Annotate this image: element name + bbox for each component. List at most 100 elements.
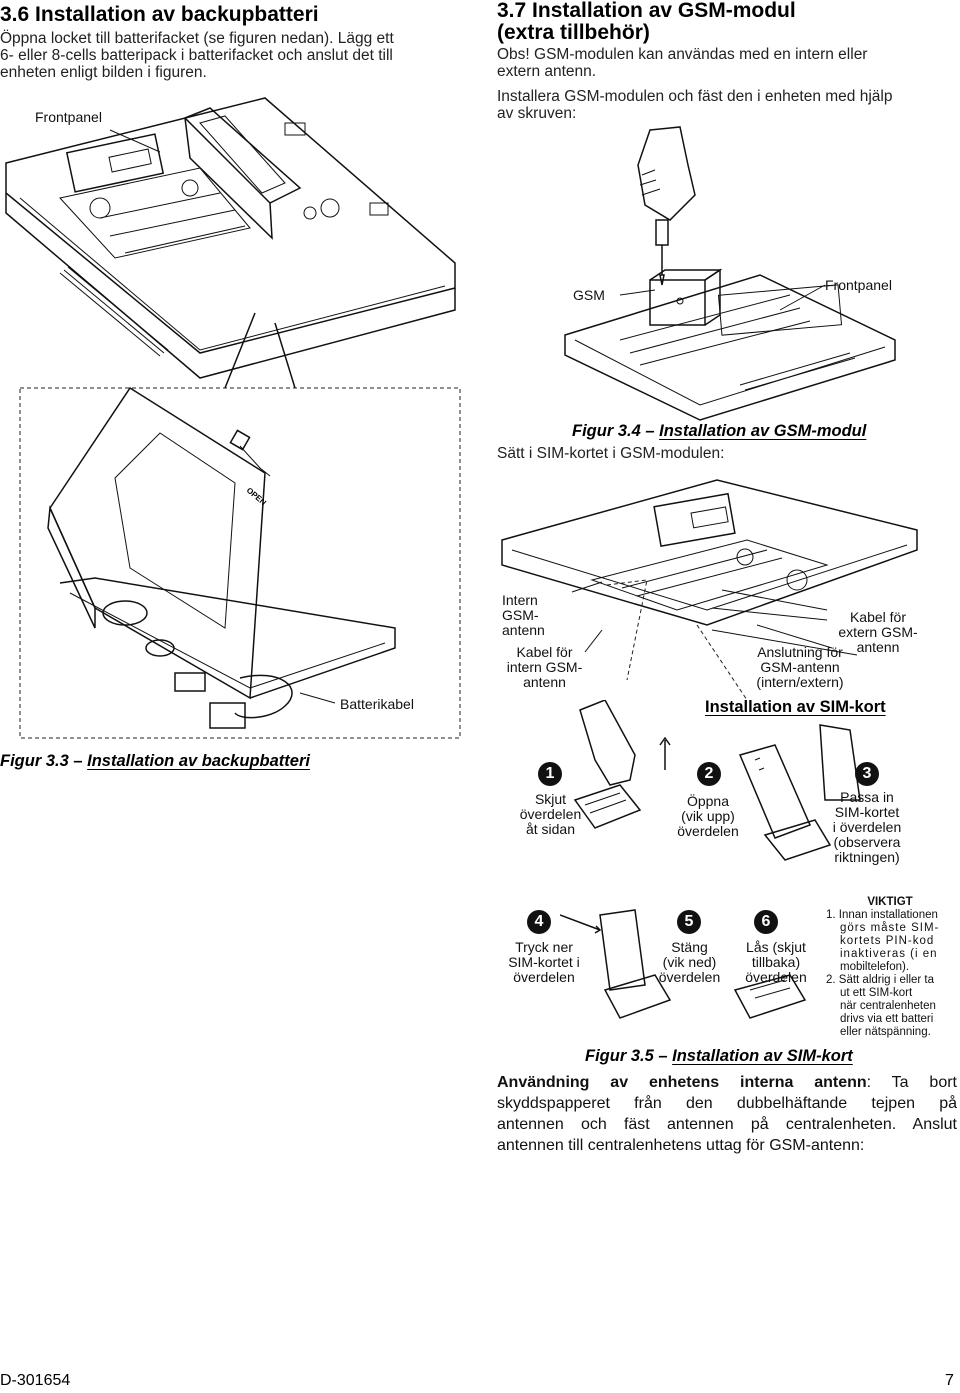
kabel-intern-label: Kabel för intern GSM- antenn xyxy=(502,645,587,690)
step-line: Tryck ner xyxy=(515,939,573,955)
step-line: överdelen xyxy=(658,969,721,985)
caption-fig-number: Figur 3.4 xyxy=(572,422,641,440)
frontpanel-label-right: Frontpanel xyxy=(825,277,892,293)
step-line: (vik upp) xyxy=(681,808,735,824)
label-line: intern GSM- xyxy=(506,659,583,675)
step-6-text: Lås (skjut tillbaka) överdelen xyxy=(736,940,816,985)
step-line: överdelen xyxy=(519,806,582,822)
sim-intro: Sätt i SIM-kortet i GSM-modulen: xyxy=(497,445,725,462)
label-line: GSM- xyxy=(502,607,539,623)
kabel-extern-label: Kabel för extern GSM- antenn xyxy=(832,610,924,655)
viktigt-line: 1. Innan installationen xyxy=(826,909,938,921)
usage-line: antennen till centralenhetens uttag för … xyxy=(497,1137,865,1154)
usage-bold: Användning av enhetens interna antenn xyxy=(497,1074,867,1091)
doc-number: D-301654 xyxy=(0,1372,71,1389)
page-number: 7 xyxy=(945,1372,954,1389)
usage-line: antennen och fäst antennen på centralenh… xyxy=(497,1116,957,1133)
step-1-text: Skjut överdelen åt sidan xyxy=(513,792,588,837)
caption-title: Installation av GSM-modul xyxy=(659,422,867,440)
viktigt-line: 2. Sätt aldrig i eller ta xyxy=(826,974,935,986)
step-number: 1 xyxy=(538,762,562,786)
step-number: 4 xyxy=(527,910,551,934)
label-line: GSM-antenn xyxy=(760,659,840,675)
usage-first-rest: : Ta bort xyxy=(866,1074,957,1091)
viktigt-note: VIKTIGT 1. Innan installationen görs mås… xyxy=(826,896,954,1039)
viktigt-line: inaktiveras (i en xyxy=(840,948,938,960)
step-number: 3 xyxy=(855,762,879,786)
step-2-text: Öppna (vik upp) överdelen xyxy=(668,794,748,839)
step-number: 2 xyxy=(697,762,721,786)
battery-installation-drawing xyxy=(5,97,461,739)
figure-3-3-caption: Figur 3.3 – Installation av backupbatter… xyxy=(0,752,310,771)
label-line: (intern/extern) xyxy=(756,674,844,690)
figure-3-4-caption: Figur 3.4 – Installation av GSM-modul xyxy=(572,422,866,441)
step-line: i överdelen xyxy=(832,819,902,835)
step-line: åt sidan xyxy=(525,821,576,837)
viktigt-line: när centralenheten xyxy=(840,1000,936,1012)
label-line: Anslutning för xyxy=(757,644,843,660)
label-line: extern GSM- xyxy=(838,624,918,640)
figure-3-5-caption: Figur 3.5 – Installation av SIM-kort xyxy=(585,1047,853,1066)
usage-line: skyddspapperet från den dubbelhäftande t… xyxy=(497,1095,957,1112)
intern-gsm-antenn-label: Intern GSM- antenn xyxy=(502,593,545,638)
viktigt-line: drivs via ett batteri xyxy=(840,1013,934,1025)
obs-line: Obs! GSM-modulen kan användas med en int… xyxy=(497,46,868,63)
step-line: tillbaka) xyxy=(751,954,801,970)
step-line: riktningen) xyxy=(834,849,900,865)
step-3-text: Passa in SIM-kortet i överdelen (observe… xyxy=(826,790,908,865)
heading-line1: 3.7 Installation av GSM-modul xyxy=(497,0,796,22)
step-6: 6 xyxy=(754,910,778,934)
viktigt-line: ut ett SIM-kort xyxy=(840,987,913,999)
caption-fig-number: Figur 3.5 xyxy=(585,1047,654,1065)
step-number: 5 xyxy=(677,910,701,934)
step-4: 4 xyxy=(527,910,551,934)
battery-cable-label: Batterikabel xyxy=(340,696,414,712)
label-line: antenn xyxy=(856,639,900,655)
step-1: 1 xyxy=(538,762,562,786)
step-line: (vik ned) xyxy=(662,954,717,970)
step-line: SIM-kortet i xyxy=(508,954,580,970)
gsm-board-drawing xyxy=(501,479,918,701)
caption-fig-number: Figur 3.3 xyxy=(0,752,69,770)
step-3: 3 xyxy=(855,762,879,786)
step-line: överdelen xyxy=(513,969,575,985)
caption-dash: – xyxy=(73,752,83,770)
install-line: av skruven: xyxy=(497,105,577,122)
label-line: antenn xyxy=(502,622,545,638)
step-line: Skjut xyxy=(534,791,567,807)
step-line: överdelen xyxy=(745,969,807,985)
viktigt-title: VIKTIGT xyxy=(867,896,913,908)
step-line: Öppna xyxy=(686,793,730,809)
step-2: 2 xyxy=(697,762,721,786)
label-line: Intern xyxy=(502,592,538,608)
sim-install-heading-text: Installation av SIM-kort xyxy=(705,698,886,716)
anslutning-label: Anslutning för GSM-antenn (intern/extern… xyxy=(742,645,858,690)
battery-intro: Öppna locket till batterifacket (se figu… xyxy=(0,30,470,81)
sim-steps-drawing xyxy=(560,700,861,1019)
step-line: (observera xyxy=(833,834,901,850)
viktigt-line: görs måste SIM- xyxy=(840,922,940,934)
install-line: Installera GSM-modulen och fäst den i en… xyxy=(497,88,893,105)
viktigt-line: eller nätspänning. xyxy=(840,1026,931,1038)
viktigt-line: kortets PIN-kod xyxy=(840,935,935,947)
obs-line: extern antenn. xyxy=(497,63,597,80)
gsm-label: GSM xyxy=(573,287,605,303)
obs-text: Obs! GSM-modulen kan användas med en int… xyxy=(497,46,957,80)
caption-dash: – xyxy=(645,422,655,440)
usage-paragraph: Användning av enhetens interna antenn: T… xyxy=(497,1072,957,1156)
intro-line: enheten enligt bilden i figuren. xyxy=(0,64,207,81)
step-number: 6 xyxy=(754,910,778,934)
step-line: SIM-kortet xyxy=(834,804,900,820)
heading-line2: (extra tillbehör) xyxy=(497,21,650,44)
label-line: Kabel för xyxy=(516,644,573,660)
step-line: Stäng xyxy=(671,939,708,955)
step-4-text: Tryck ner SIM-kortet i överdelen xyxy=(504,940,584,985)
section-heading-3-7: 3.7 Installation av GSM-modul (extra til… xyxy=(497,0,796,44)
caption-dash: – xyxy=(658,1047,668,1065)
label-line: antenn xyxy=(523,674,566,690)
sim-install-heading: Installation av SIM-kort xyxy=(705,698,886,717)
install-text: Installera GSM-modulen och fäst den i en… xyxy=(497,88,957,122)
section-heading-3-6: 3.6 Installation av backupbatteri xyxy=(0,3,319,26)
step-5: 5 xyxy=(677,910,701,934)
step-line: överdelen xyxy=(677,823,739,839)
